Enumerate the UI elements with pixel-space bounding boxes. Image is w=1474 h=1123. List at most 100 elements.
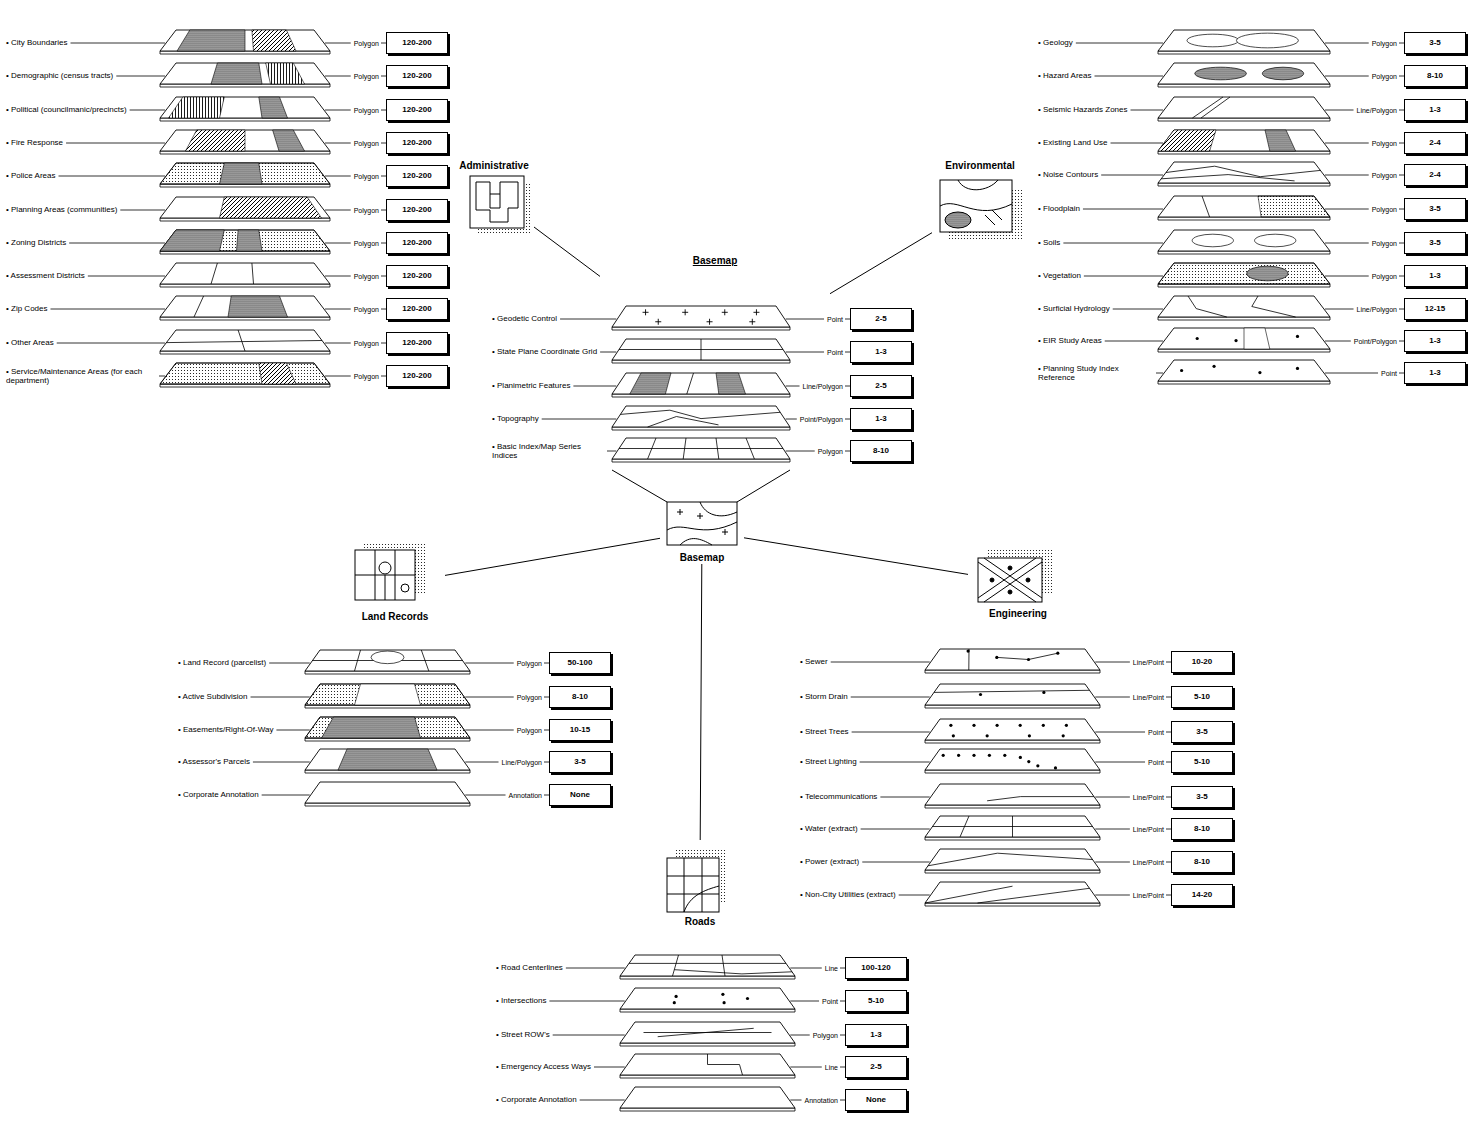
count-text: 8-10 xyxy=(1194,825,1210,833)
connector-line xyxy=(612,470,790,502)
map-layer xyxy=(925,684,1100,708)
geometry-type: Polygon xyxy=(818,448,843,455)
layer-region xyxy=(220,197,322,218)
leader-line xyxy=(1095,732,1145,733)
layer-sheet xyxy=(305,717,470,738)
leader-line xyxy=(786,352,824,353)
count-box: 1-3 xyxy=(850,408,912,430)
layer-sheet xyxy=(160,263,330,284)
engineering-icon xyxy=(978,550,1052,602)
layer-sheet xyxy=(160,296,330,317)
layer-region xyxy=(237,230,263,251)
category-heading: Engineering xyxy=(989,608,1047,620)
layer-name: • Topography xyxy=(492,414,539,423)
layer-point xyxy=(979,693,982,696)
layer-name: • Active Subdivision xyxy=(178,692,248,701)
layer-point xyxy=(967,650,970,653)
layer-line xyxy=(987,797,1094,801)
layer-name: • Road Centerlines xyxy=(496,963,563,972)
layer-point xyxy=(949,724,952,727)
map-layer xyxy=(305,749,470,773)
layer-line xyxy=(1201,97,1230,118)
leader-line xyxy=(831,662,930,663)
layer-region xyxy=(1262,67,1303,80)
category-node: Administrative xyxy=(454,160,534,234)
map-layer xyxy=(305,684,470,708)
count-text: 2-5 xyxy=(875,382,887,390)
map-layer xyxy=(925,882,1100,906)
layer-sheet xyxy=(612,306,790,327)
layer-line xyxy=(1192,97,1223,118)
layer-region xyxy=(1255,234,1296,247)
layer-region xyxy=(160,230,330,251)
layer-point xyxy=(972,754,975,757)
category-heading: Basemap xyxy=(693,255,737,267)
layer-sheet xyxy=(1158,328,1330,349)
leader-line xyxy=(465,795,505,796)
count-box: 3-5 xyxy=(1171,786,1233,808)
leader-line xyxy=(594,1067,625,1068)
count-text: 1-3 xyxy=(1429,106,1441,114)
layer-sheet xyxy=(160,163,330,184)
leader-line xyxy=(786,386,800,387)
layer-sheet xyxy=(620,1022,795,1043)
layer-name: • Vegetation xyxy=(1038,271,1081,280)
layer-sheet xyxy=(1158,360,1330,381)
count-box: 5-10 xyxy=(1171,751,1233,773)
leader-line xyxy=(1095,895,1130,896)
layer-name: • Non-City Utilities (extract) xyxy=(800,890,896,899)
count-text: 120-200 xyxy=(402,39,431,47)
count-text: 120-200 xyxy=(402,72,431,80)
leader-line xyxy=(560,319,616,320)
layer-region xyxy=(1236,33,1298,48)
layer-region xyxy=(160,230,224,251)
layer-region xyxy=(1158,130,1216,151)
layer-point xyxy=(723,1001,726,1004)
basemap-icon xyxy=(667,502,737,545)
count-text: 1-3 xyxy=(1429,369,1441,377)
layer-point xyxy=(988,754,991,757)
layer-name: • Service/Maintenance Areas (for each de… xyxy=(6,367,156,385)
geometry-type: Polygon xyxy=(354,107,379,114)
layer-sheet xyxy=(305,650,470,671)
count-box: 120-200 xyxy=(386,332,448,354)
leader-line xyxy=(57,343,165,344)
map-layer xyxy=(612,306,790,330)
leader-line xyxy=(549,1001,624,1002)
control-cross xyxy=(753,309,759,315)
category-node: Land Records xyxy=(345,545,445,623)
map-layer xyxy=(925,816,1100,840)
geometry-type: Polygon xyxy=(354,373,379,380)
layer-point xyxy=(1234,339,1237,342)
geometry-type: Line/Polygon xyxy=(803,383,843,390)
leader-line xyxy=(790,1100,801,1101)
leader-line xyxy=(1325,76,1369,77)
layer-region xyxy=(338,749,437,770)
layer-point xyxy=(996,724,999,727)
control-cross xyxy=(722,309,728,315)
map-layer xyxy=(160,97,330,121)
geometry-type: Polygon xyxy=(354,207,379,214)
layer-name: • Noise Contours xyxy=(1038,170,1098,179)
geometry-type: Line xyxy=(825,1064,838,1071)
layer-sheet xyxy=(1158,97,1330,118)
count-box: 2-5 xyxy=(850,375,912,397)
layer-sheet xyxy=(160,230,330,251)
count-box: 1-3 xyxy=(1404,99,1466,121)
layer-region xyxy=(160,163,330,184)
layer-point xyxy=(1258,371,1261,374)
layer-line xyxy=(194,296,204,317)
connector-line xyxy=(744,538,968,575)
layer-sheet xyxy=(612,438,790,459)
map-layer xyxy=(160,163,330,187)
count-text: 1-3 xyxy=(875,348,887,356)
count-text: 14-20 xyxy=(1192,891,1212,899)
geometry-type: Polygon xyxy=(1372,73,1397,80)
layer-point xyxy=(1196,337,1199,340)
layer-point xyxy=(1027,760,1030,763)
layer-name: • Hazard Areas xyxy=(1038,71,1092,80)
layer-name: • Basic Index/Map Series Indices xyxy=(492,442,604,460)
layer-name: • Planimetric Features xyxy=(492,381,570,390)
leader-line xyxy=(116,76,165,77)
layer-name: • Demographic (census tracts) xyxy=(6,71,113,80)
